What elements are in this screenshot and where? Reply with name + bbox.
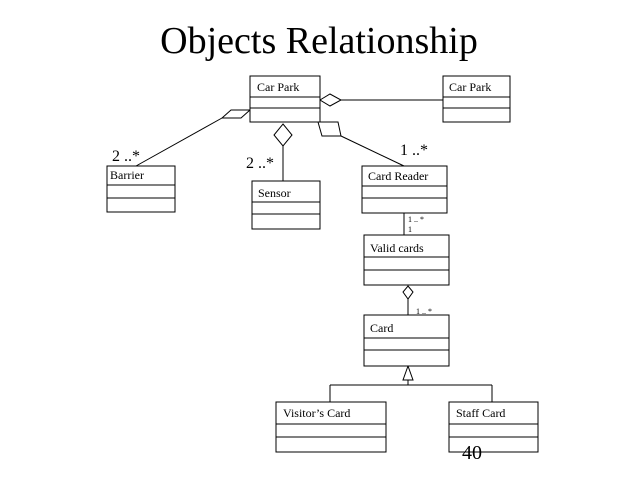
class-barrier: [106, 165, 176, 213]
class-name-card-reader: Card Reader: [368, 169, 428, 183]
class-name-staff-card: Staff Card: [456, 406, 505, 420]
aggregation-diamond-sensor: [273, 123, 293, 147]
aggregation-diamond-barrier: [220, 109, 252, 119]
multiplicity-barrier: 2 ..*: [112, 148, 140, 165]
line-carpark-cardreader: [340, 135, 405, 167]
aggregation-diamond-cardreader: [317, 121, 342, 137]
class-name-car-park-right: Car Park: [449, 80, 491, 94]
class-name-barrier: Barrier: [110, 168, 144, 182]
class-valid-cards: [363, 234, 450, 286]
class-visitors-card: [275, 401, 387, 453]
multiplicity-reader-valid-bottom: 1: [408, 225, 412, 234]
class-name-valid-cards: Valid cards: [370, 241, 424, 255]
class-name-visitors-card: Visitor’s Card: [283, 406, 350, 420]
class-car-park-main: [249, 75, 321, 123]
multiplicity-valid-card: 1 .. *: [416, 307, 432, 316]
class-name-card: Card: [370, 321, 393, 335]
multiplicity-card-reader: 1 ..*: [400, 142, 428, 159]
slide-title: Objects Relationship: [160, 20, 478, 62]
class-car-park-right: [442, 75, 511, 123]
aggregation-diamond-carpark: [319, 93, 343, 107]
line-carpark-barrier: [135, 117, 223, 167]
class-card: [363, 314, 450, 367]
generalization-arrow: [402, 364, 414, 381]
class-name-sensor: Sensor: [258, 186, 291, 200]
multiplicity-sensor: 2 ..*: [246, 155, 274, 172]
class-sensor: [251, 180, 321, 230]
aggregation-diamond-validcards: [402, 285, 414, 300]
page-number: 40: [462, 442, 482, 464]
class-name-car-park-main: Car Park: [257, 80, 299, 94]
class-staff-card: [448, 401, 539, 453]
multiplicity-reader-valid-top: 1 .. *: [408, 215, 424, 224]
class-card-reader: [361, 165, 448, 214]
